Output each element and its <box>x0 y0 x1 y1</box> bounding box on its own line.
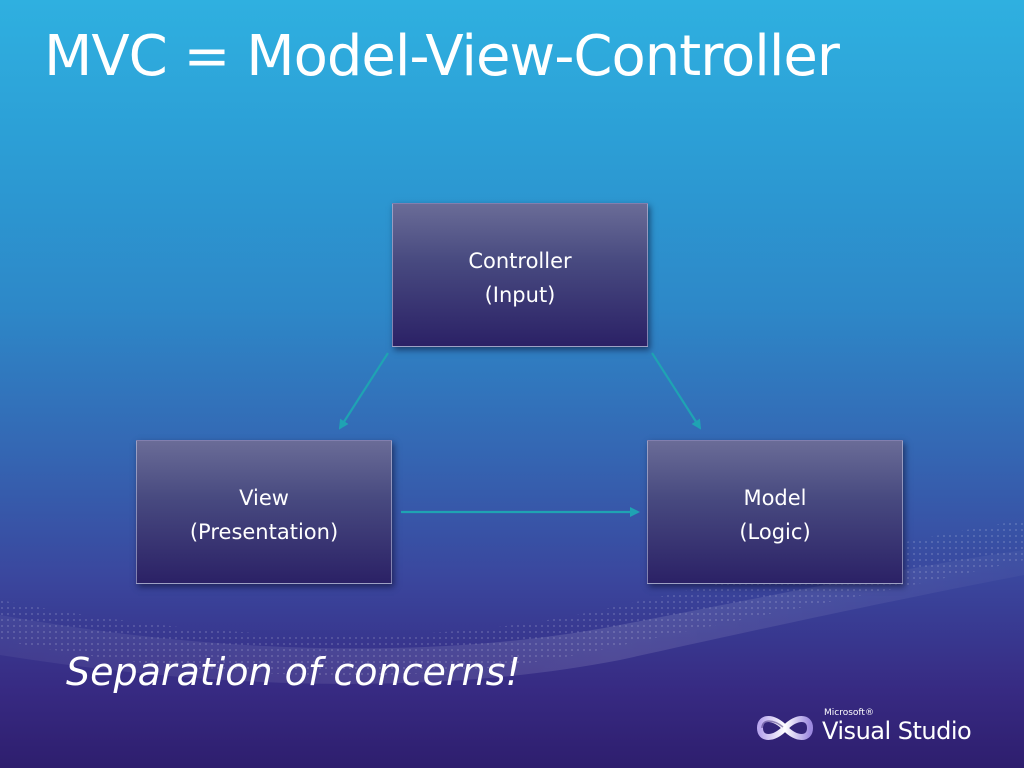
visual-studio-logo-icon <box>757 716 813 740</box>
arrow-controller-to-model <box>651 352 702 430</box>
microsoft-wordmark: Microsoft® <box>824 708 874 718</box>
view-role: (Presentation) <box>189 520 339 544</box>
controller-name: Controller <box>468 249 572 273</box>
controller-box: Controller (Input) <box>392 203 648 347</box>
slide-title: MVC = Model-View-Controller <box>44 24 840 89</box>
visual-studio-brand: Microsoft® Visual Studio <box>752 706 992 752</box>
controller-role: (Input) <box>484 283 556 307</box>
model-role: (Logic) <box>739 520 811 544</box>
visual-studio-wordmark: Visual Studio <box>822 717 972 745</box>
tagline: Separation of concerns! <box>66 650 521 694</box>
view-box: View (Presentation) <box>136 440 392 584</box>
model-box: Model (Logic) <box>647 440 903 584</box>
model-name: Model <box>743 486 807 510</box>
view-name: View <box>239 486 289 510</box>
arrow-controller-to-view <box>338 352 389 430</box>
